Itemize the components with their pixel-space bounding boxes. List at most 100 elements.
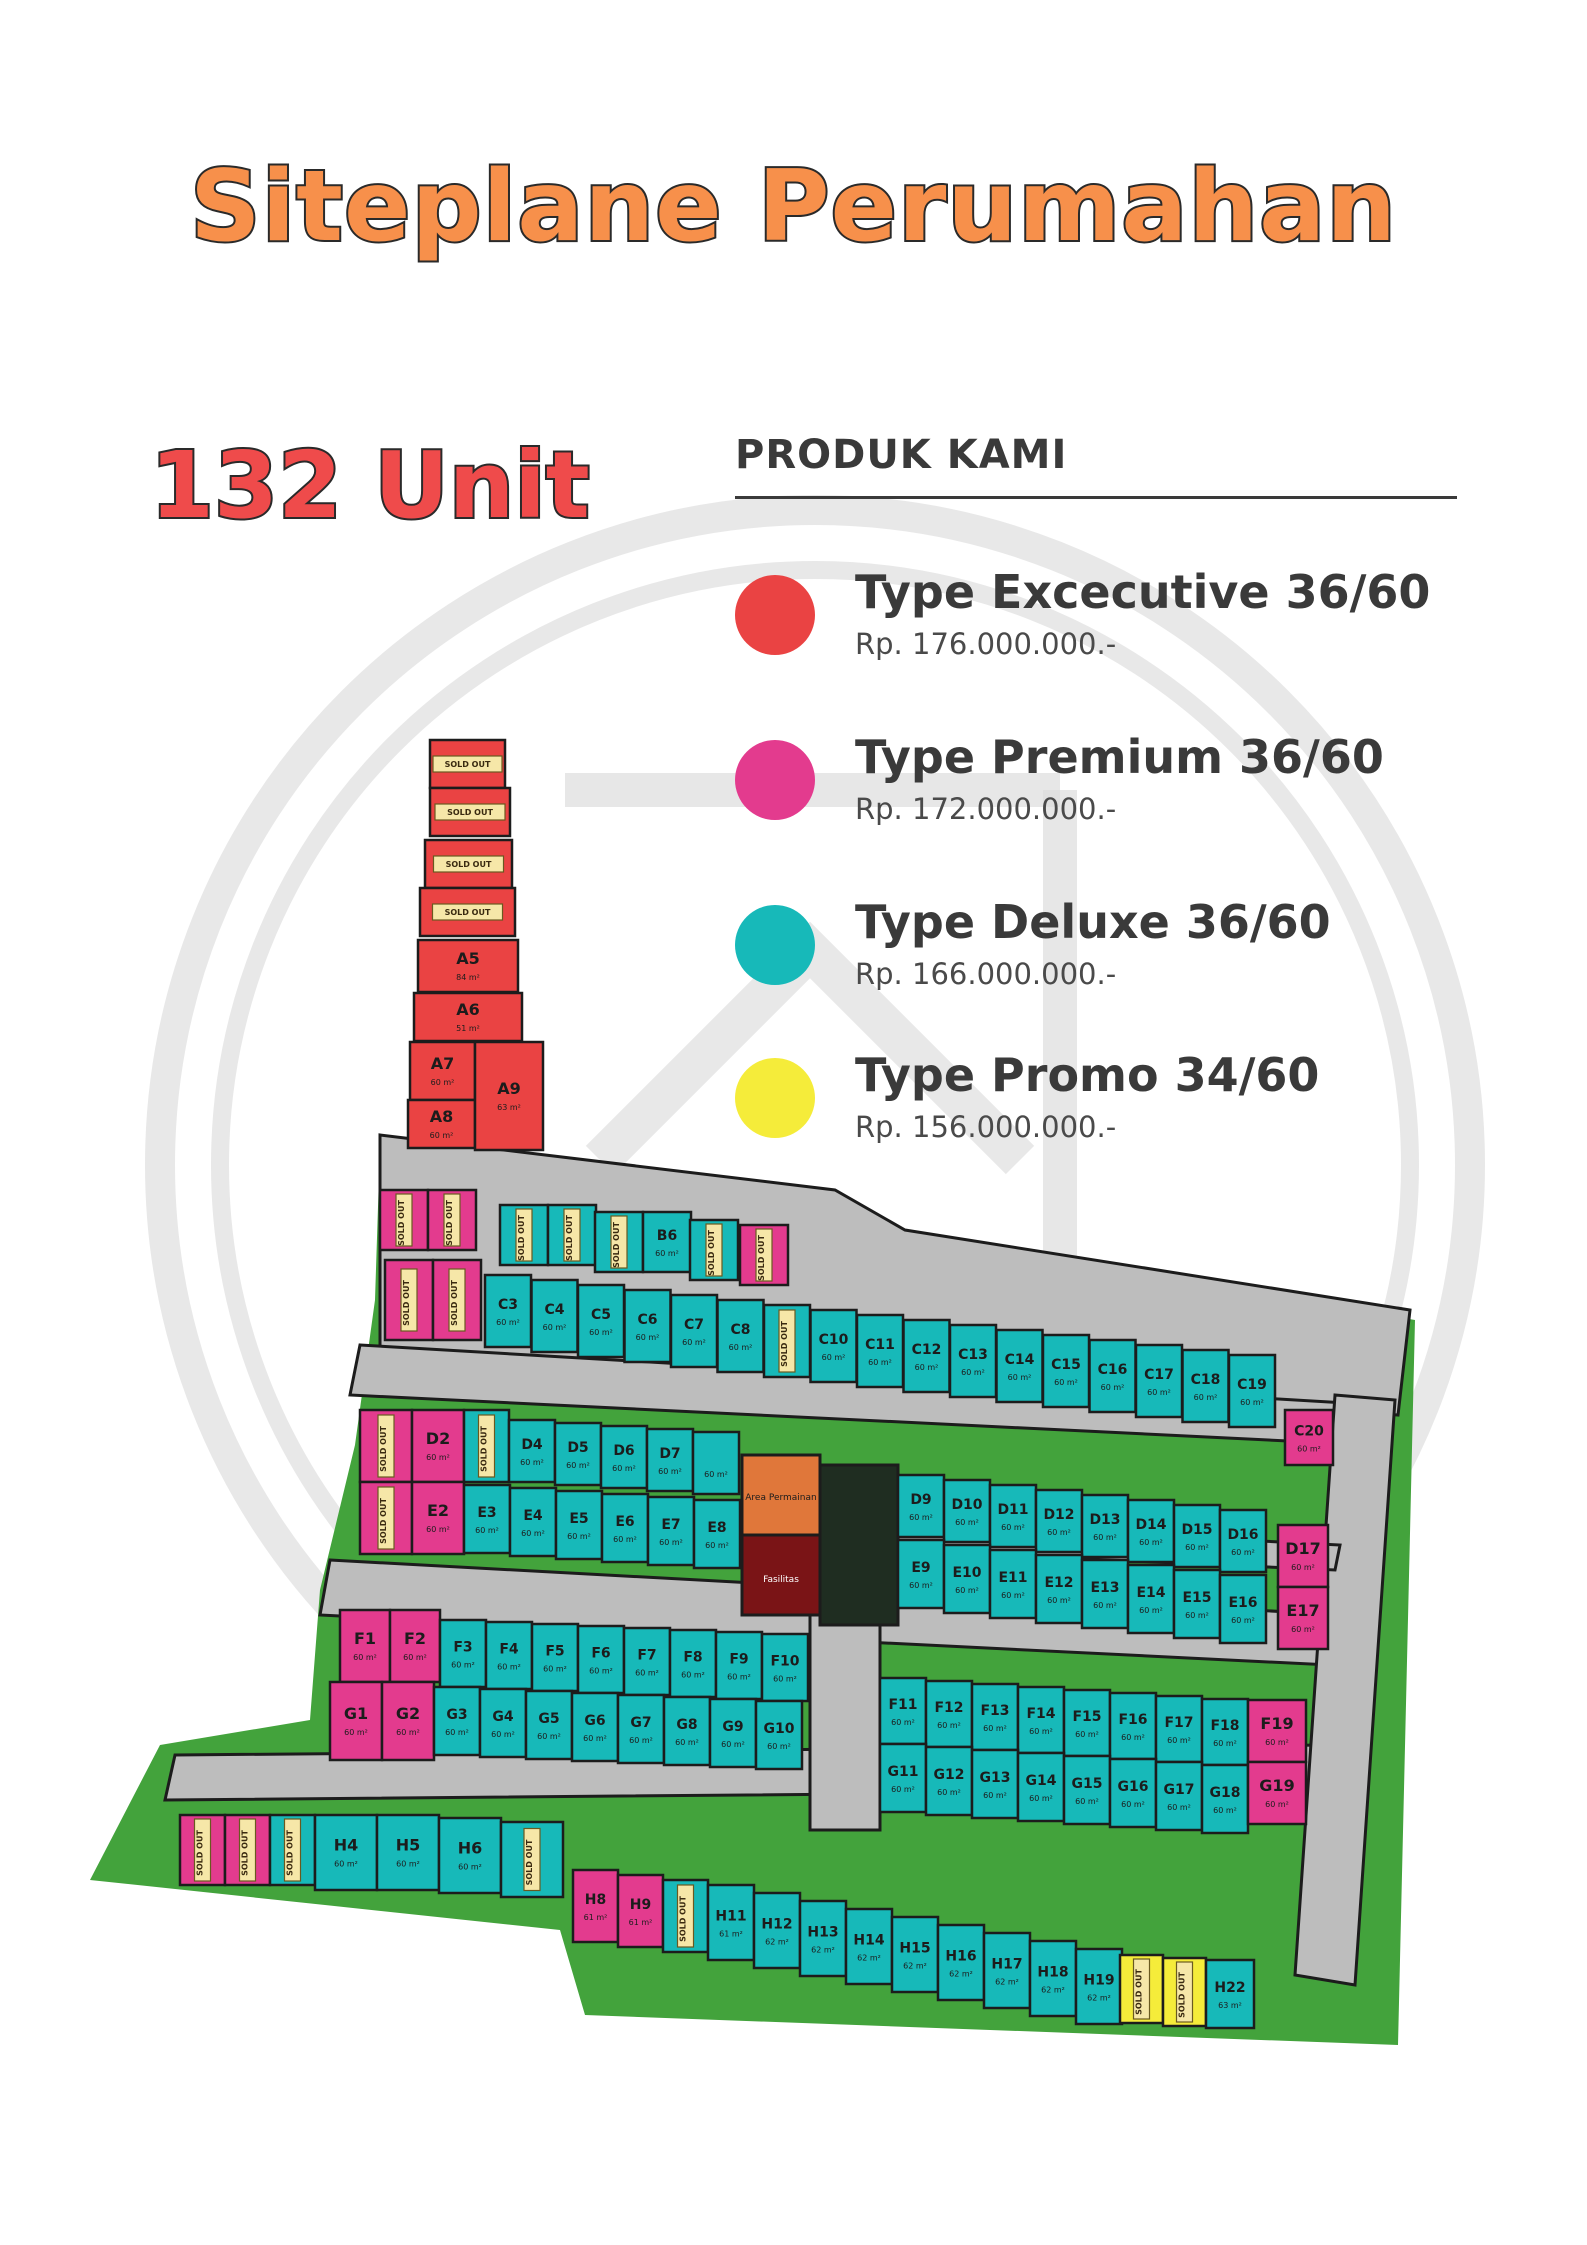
- lot-unnamed[interactable]: SOLD OUT: [593, 1210, 645, 1274]
- lot-unnamed[interactable]: SOLD OUT: [499, 1820, 565, 1899]
- lot-unnamed[interactable]: SOLD OUT: [268, 1813, 317, 1887]
- lot-unnamed[interactable]: SOLD OUT: [462, 1408, 511, 1484]
- lot-unnamed[interactable]: SOLD OUT: [546, 1203, 598, 1267]
- lot-a1[interactable]: A1SOLD OUT: [428, 738, 507, 790]
- lot-unnamed[interactable]: SOLD OUT: [762, 1303, 812, 1379]
- lot-a2[interactable]: A2SOLD OUT: [428, 786, 512, 838]
- lot-unnamed[interactable]: SOLD OUT: [688, 1218, 740, 1282]
- lot-unnamed[interactable]: SOLD OUT: [1118, 1953, 1165, 2025]
- lot-unnamed[interactable]: SOLD OUT: [358, 1480, 414, 1556]
- lot-unnamed[interactable]: SOLD OUT: [378, 1188, 430, 1252]
- lot-unnamed[interactable]: SOLD OUT: [223, 1813, 272, 1887]
- lot-unnamed[interactable]: SOLD OUT: [1161, 1956, 1208, 2028]
- lot-unnamed[interactable]: SOLD OUT: [426, 1188, 478, 1252]
- lot-unnamed[interactable]: SOLD OUT: [431, 1258, 483, 1342]
- lot-a3[interactable]: A3SOLD OUT: [423, 838, 514, 890]
- lot-unnamed[interactable]: SOLD OUT: [178, 1813, 227, 1887]
